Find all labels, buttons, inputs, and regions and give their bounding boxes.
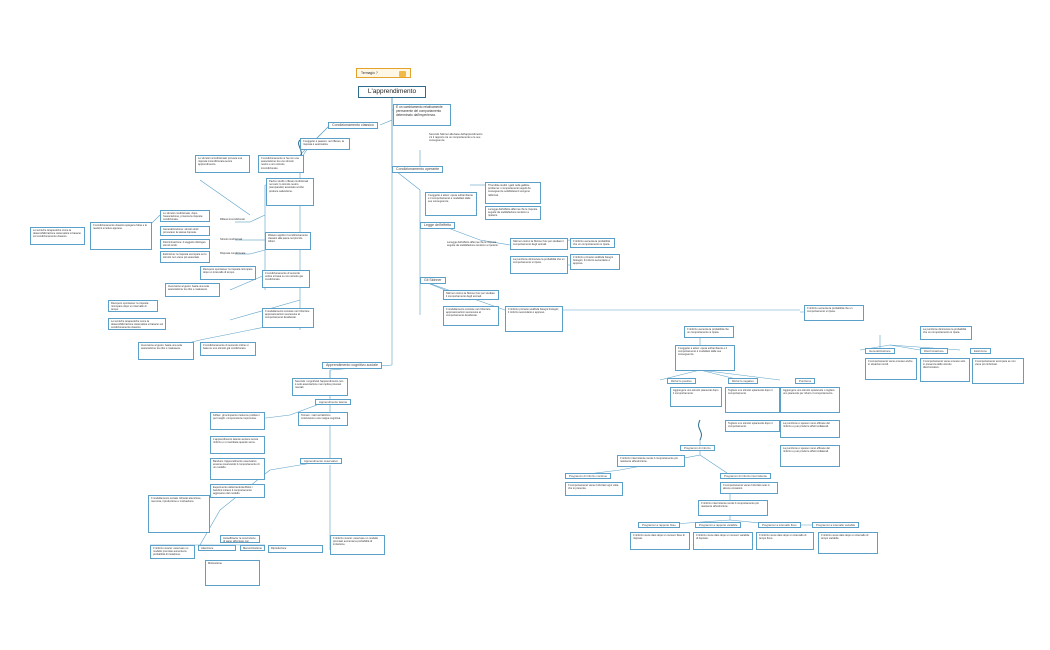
operante-node-3[interactable]: La legge dell'effetto afferma che le ris… [485, 206, 541, 220]
rinforzo-negativo-desc[interactable]: Togliere uno stimolo spiacevole dopo il … [725, 387, 780, 413]
classico-node-5[interactable]: Il condizionamento di secondo ordine si … [262, 270, 310, 288]
cognitivo-node-7[interactable]: Il modellamento sociale richiede attenzi… [148, 495, 210, 533]
operante-node-1[interactable]: Il soggetto è attivo: opera sull'ambient… [425, 192, 477, 216]
classico-node-6[interactable]: Il modellamento consiste nel rinforzare … [262, 308, 314, 328]
header-skinner[interactable]: Gli Skinner [420, 277, 446, 284]
rinforzo-programmi-desc[interactable]: Il rinforzo intermittente rende il compo… [617, 455, 685, 467]
left-node-8[interactable]: Recupero spontaneo: la risposta ricompar… [108, 300, 158, 312]
header-condizionamento-operante[interactable]: Condizionamento operante [392, 166, 444, 173]
left-node-9[interactable]: Le tecniche terapeutiche come la desensi… [108, 318, 166, 330]
folder-icon [399, 70, 406, 77]
operante-node-5[interactable]: Il rinforzo aumenta la probabilità che u… [570, 238, 615, 248]
punizione-desc-2[interactable]: La punizione è spesso meno efficace del … [780, 420, 840, 438]
rinforzo-intermittente-desc[interactable]: Il comportamento viene rinforzato solo i… [720, 482, 778, 494]
rapporto-variabile-desc[interactable]: Il rinforzo viene dato dopo un numero va… [693, 532, 753, 550]
header-discriminazione[interactable]: Discriminazione [920, 348, 948, 354]
process-memorizzazione[interactable]: Memorizzazione [240, 545, 265, 551]
left-node-4[interactable]: Discriminazione: il soggetto distingue s… [160, 239, 210, 249]
left-node-2[interactable]: Lo stimolo condizionato, dopo l'associaz… [160, 210, 210, 222]
skinner-node-3[interactable]: Il rinforzo primario soddisfa bisogni bi… [505, 306, 563, 332]
header-generalizzazione[interactable]: Generalizzazione [865, 348, 895, 354]
header-apprendimento-cognitivo[interactable]: Apprendimento cognitivo-sociale [322, 362, 382, 369]
rapporto-fisso-desc[interactable]: Il rinforzo viene dato dopo un numero fi… [630, 532, 690, 550]
generalizzazione-desc[interactable]: Il comportamento viene emesso anche in s… [865, 358, 917, 380]
operante-node-7[interactable]: Il rinforzo primario soddisfa bisogni bi… [570, 254, 620, 270]
intervallo-fisso-desc[interactable]: Il rinforzo viene dato dopo un intervall… [756, 532, 814, 550]
header-rinforzo-intermittente[interactable]: Programmi di rinforzo intermittente [720, 473, 771, 479]
left-node-7[interactable]: Avversione al gusto: basta una sola asso… [165, 283, 220, 297]
header-condizionamento-classico[interactable]: Condizionamento classico [328, 122, 378, 129]
classico-node-1[interactable]: Il soggetto è passivo: nel riflesso, la … [300, 138, 350, 150]
header-legge-effetto[interactable]: Legge dell'effetto [420, 222, 456, 229]
header-rapporto-variabile[interactable]: Programmi a rapporto variabile [695, 522, 742, 528]
cognitivo-node-11[interactable]: Motivazione [205, 560, 260, 586]
rinforzo-positivo-desc[interactable]: Aggiungere uno stimolo piacevole dopo il… [670, 387, 722, 407]
operante-node-4[interactable]: Skinner costruì la Skinner box per studi… [510, 238, 568, 250]
cognitivo-node-8[interactable]: Autoefficacia: la convinzione di saper a… [220, 535, 260, 543]
cognitivo-node-9[interactable]: Il rinforzo vicario: osservare un modell… [150, 545, 195, 559]
header-punizione[interactable]: Punizione [795, 378, 816, 384]
rinforzo-continuo-desc[interactable]: Il comportamento viene rinforzato ogni v… [565, 482, 623, 496]
classico-node-2[interactable]: Il condizionamento si ha con una associa… [258, 155, 304, 173]
header-estinzione[interactable]: Estinzione [970, 348, 991, 354]
cognitivo-node-5[interactable]: Bandura: l'apprendimento osservativo avv… [210, 458, 265, 480]
operante-intro: Secondo Skinner alla base dell'apprendim… [429, 133, 483, 143]
far-left-node-2[interactable]: Le tecniche terapeutiche come la desensi… [30, 227, 85, 245]
label-risposta-cond: Risposta condizionata [220, 252, 246, 255]
skinner-node-2[interactable]: Il modellamento consiste nel rinforzare … [443, 306, 499, 326]
cognitivo-node-10[interactable]: Il rinforzo vicario: osservare un modell… [330, 535, 385, 555]
left-node-6[interactable]: Recupero spontaneo: la risposta ricompar… [200, 266, 256, 280]
header-apprendimento-latente[interactable]: Apprendimento latente [315, 399, 352, 405]
rinforzo-intro[interactable]: Il rinforzo aumenta la probabilità che u… [684, 326, 734, 338]
title-tag[interactable]: Termagio ? [356, 68, 411, 78]
header-programmi-rinforzo[interactable]: Programmi di rinforzo [680, 445, 715, 451]
left-node-11[interactable]: Avversione al gusto: basta una sola asso… [138, 342, 194, 360]
estinzione-desc[interactable]: Il comportamento scompare se non viene p… [972, 358, 1024, 384]
legge-effetto-text: La legge dell'effetto afferma che le ris… [447, 241, 499, 248]
header-rinforzo-continuo[interactable]: Programmi di rinforzo continuo [565, 473, 612, 479]
classico-node-3[interactable]: Pavlov studiò i riflessi condizionati ne… [266, 178, 314, 206]
header-intervallo-fisso[interactable]: Programmi a intervallo fisso [758, 522, 801, 528]
skinner-node-1[interactable]: Skinner costruì la Skinner box per studi… [443, 290, 499, 300]
rinforzo-negativo-desc-2[interactable]: Togliere uno stimolo spiacevole dopo il … [725, 420, 780, 432]
definition-node[interactable]: È un cambiamento relativamente permanent… [393, 104, 451, 126]
rinforzo-intermittente-desc-2[interactable]: Il rinforzo intermittente rende il compo… [698, 500, 768, 516]
far-left-node-1[interactable]: Il condizionamento classico spiega le fo… [90, 222, 152, 250]
left-node-10[interactable]: Il condizionamento di secondo ordine si … [200, 342, 256, 356]
operante-node-2[interactable]: Thorndike studiò i gatti nella gabbia-pr… [485, 182, 541, 204]
title-tag-label: Termagio ? [361, 71, 378, 75]
intervallo-variabile-desc[interactable]: Il rinforzo viene dato dopo un intervall… [818, 532, 878, 554]
root-node[interactable]: L'apprendimento [358, 86, 426, 98]
punizione-desc[interactable]: Aggiungere uno stimolo spiacevole o togl… [780, 387, 840, 413]
cognitivo-node-2[interactable]: Tolman: i ratti nel labirinto costruisco… [298, 412, 348, 426]
header-apprendimento-osservativo[interactable]: Apprendimento osservativo [300, 458, 342, 464]
operante-node-6[interactable]: La punizione diminuisce la probabilità c… [510, 256, 568, 274]
header-rinforzo-negativo[interactable]: Rinforzo negativo [728, 378, 758, 384]
discriminazione-desc[interactable]: Il comportamento viene emesso solo in pr… [920, 358, 970, 382]
classico-node-4[interactable]: Watson applicò il condizionamento classi… [265, 232, 311, 250]
left-node-1[interactable]: Lo stimolo incondizionato provoca una ri… [195, 155, 250, 173]
cognitivo-node-3[interactable]: Köhler: gli scimpanzé risolvono problemi… [210, 412, 265, 430]
rinforzo-desc[interactable]: Il soggetto è attivo: opera sull'ambient… [675, 345, 735, 371]
label-stimoli-cond: Stimoli condizionati [220, 238, 243, 241]
header-rinforzo-positivo[interactable]: Rinforzo positivo [667, 378, 696, 384]
punizione-intro[interactable]: La punizione diminuisce la probabilità c… [920, 326, 972, 340]
left-node-3[interactable]: Generalizzazione: stimoli simili provoca… [160, 226, 210, 236]
cognitivo-node-6[interactable]: Esperimento della bambola Bobo: i bambin… [210, 484, 265, 498]
punizione-desc-3[interactable]: La punizione è spesso meno efficace del … [780, 445, 840, 467]
label-stimoli-incond: Riflessi incondizionati [220, 218, 245, 221]
process-riproduzione[interactable]: Riproduzione [268, 545, 323, 553]
cognitivo-node-4[interactable]: L'apprendimento latente avviene senza ri… [210, 436, 265, 454]
process-attenzione[interactable]: Attenzione [198, 545, 236, 551]
header-intervallo-variabile[interactable]: Programmi a intervallo variabile [812, 522, 860, 528]
cognitivo-node-1[interactable]: Secondo i cognitivisti l'apprendimento n… [292, 378, 348, 396]
skinner-node-4[interactable]: Il rinforzo aumenta la probabilità che u… [804, 305, 864, 321]
left-node-5[interactable]: Estinzione: la risposta scompare se lo s… [160, 251, 210, 263]
header-rapporto-fisso[interactable]: Programmi a rapporto fisso [638, 522, 680, 528]
